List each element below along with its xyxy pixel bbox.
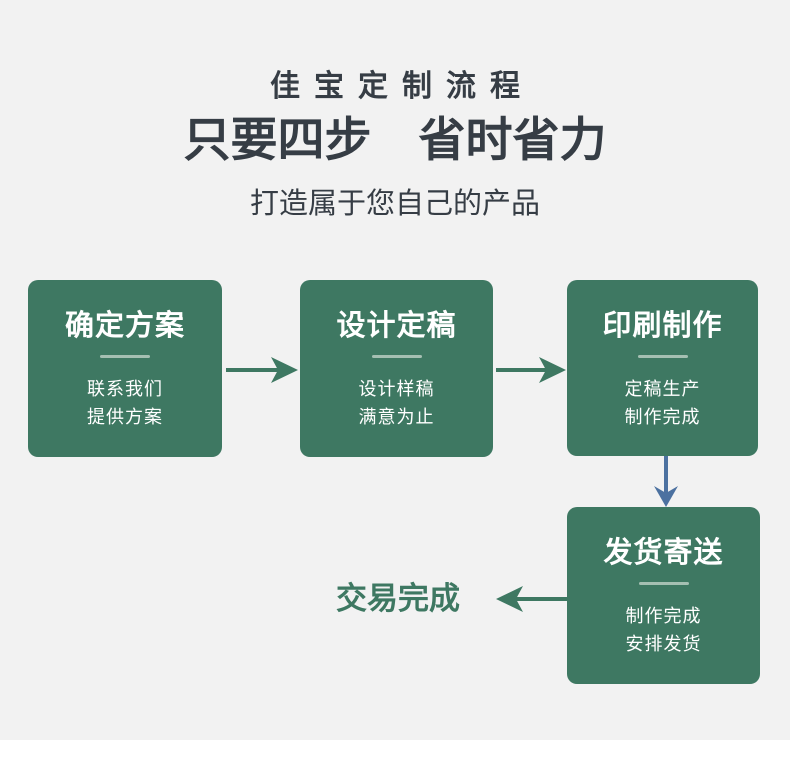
- step-details: 定稿生产 制作完成: [567, 375, 758, 431]
- step-detail-line: 提供方案: [87, 407, 163, 427]
- step-detail-line: 制作完成: [624, 407, 701, 427]
- step-detail-line: 制作完成: [625, 606, 702, 626]
- arrow-right-icon: [226, 357, 298, 383]
- footer-strip: [0, 740, 790, 764]
- page-title: 只要四步 省时省力: [183, 113, 607, 166]
- arrow-down-icon: [654, 456, 678, 507]
- step-title: 印刷制作: [602, 310, 723, 342]
- arrow-right-icon: [496, 357, 566, 383]
- transaction-complete-label: 交易完成: [336, 581, 460, 616]
- divider: [100, 355, 150, 358]
- step-title: 设计定稿: [336, 310, 457, 342]
- divider: [637, 355, 688, 358]
- step-title: 确定方案: [64, 310, 185, 342]
- brand-kicker: 佳宝定制流程: [270, 70, 534, 103]
- arrow-left-icon: [496, 586, 569, 612]
- step-detail-line: 定稿生产: [624, 379, 701, 399]
- step-detail-line: 满意为止: [358, 407, 435, 427]
- step-card-ship-deliver: 发货寄送 制作完成 安排发货: [567, 507, 760, 684]
- step-detail-line: 设计样稿: [358, 379, 435, 399]
- step-card-print-produce: 印刷制作 定稿生产 制作完成: [567, 280, 758, 456]
- step-details: 制作完成 安排发货: [567, 602, 760, 658]
- divider: [371, 355, 422, 358]
- step-card-confirm-plan: 确定方案 联系我们 提供方案: [28, 280, 222, 457]
- step-details: 联系我们 提供方案: [28, 375, 222, 431]
- step-title: 发货寄送: [603, 537, 724, 569]
- step-details: 设计样稿 满意为止: [300, 375, 493, 431]
- step-card-design-finalize: 设计定稿 设计样稿 满意为止: [300, 280, 493, 457]
- step-detail-line: 安排发货: [625, 634, 702, 654]
- divider: [638, 582, 689, 585]
- step-detail-line: 联系我们: [87, 379, 163, 399]
- page-subtitle: 打造属于您自己的产品: [249, 188, 540, 220]
